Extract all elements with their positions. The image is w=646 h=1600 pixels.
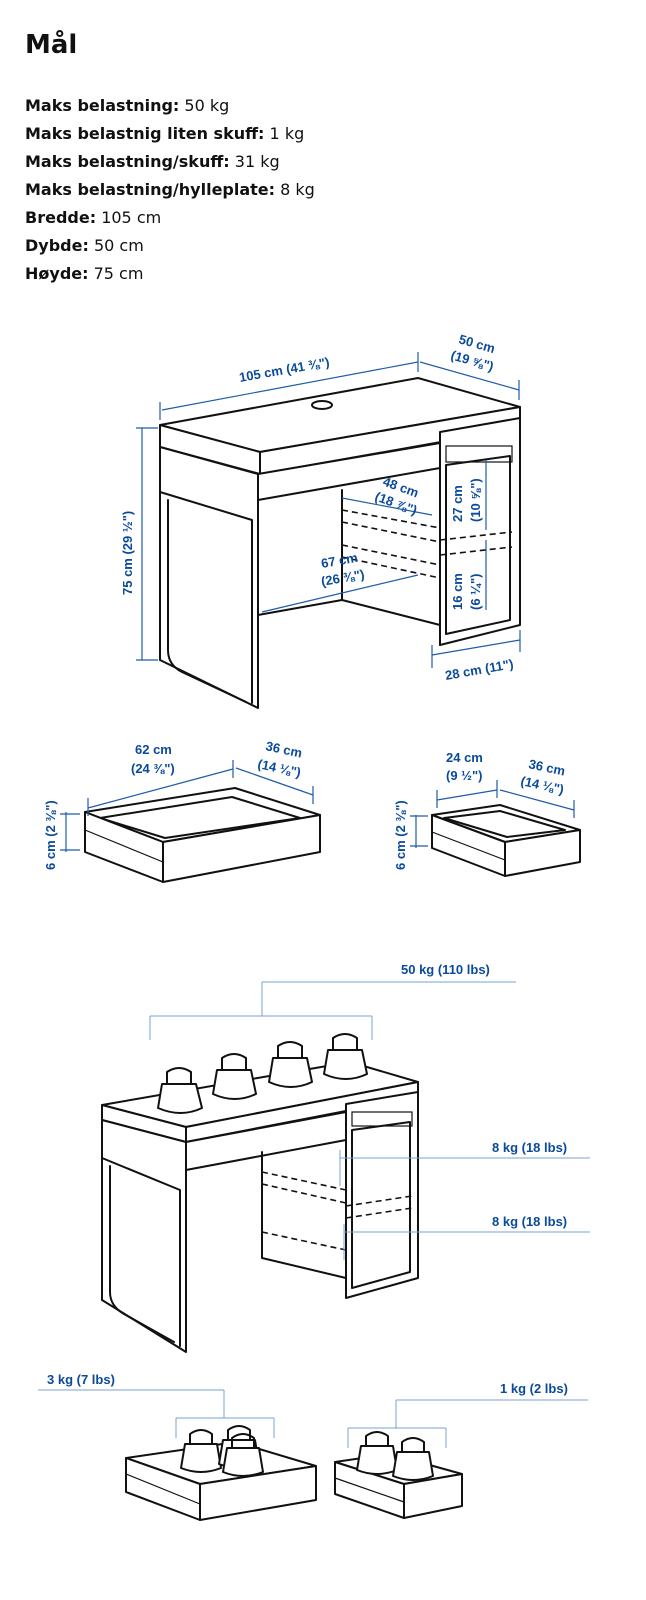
desk-shelf-upper-cm-label: 27 cm (450, 485, 465, 522)
small-drawer-depth-cm-label: 36 cm (527, 756, 566, 778)
large-drawer-width-cm-label: 62 cm (135, 742, 172, 757)
desk-shelf-lower-cm-label: 16 cm (450, 573, 465, 610)
small-drawer-width-cm-label: 24 cm (446, 750, 483, 765)
small-drawer-drawing: 24 cm (9 ½") 36 cm (14 ⅛") 6 cm (2 ⅜") (393, 750, 581, 877)
large-drawer-depth-in-label: (14 ⅛") (256, 756, 302, 780)
load-shelf-upper-label: 8 kg (18 lbs) (492, 1140, 567, 1155)
weight-icon (222, 1433, 264, 1477)
spec-max-load: Maks belastning: 50 kg (25, 96, 230, 115)
weight-icon (157, 1067, 203, 1114)
small-drawer-width-in-label: (9 ½") (446, 768, 483, 783)
load-shelf-lower-label: 8 kg (18 lbs) (492, 1214, 567, 1229)
desk-height-label: 75 cm (29 ½") (120, 511, 135, 595)
spec-max-load-small-drawer: Maks belastnig liten skuff: 1 kg (25, 124, 305, 143)
weight-icon (356, 1431, 398, 1475)
load-top-label: 50 kg (110 lbs) (401, 962, 490, 977)
large-drawer-depth-cm-label: 36 cm (264, 738, 303, 760)
spec-depth: Dybde: 50 cm (25, 236, 144, 255)
load-diagram-desk: 50 kg (110 lbs) (101, 962, 590, 1353)
spec-max-load-shelf: Maks belastning/hylleplate: 8 kg (25, 180, 315, 199)
weight-icon (212, 1053, 257, 1100)
desk-cabinet-width-label: 28 cm (11") (444, 656, 515, 683)
desk-inner-width-in-label: (26 ⅜") (320, 567, 366, 589)
large-drawer-height-label: 6 cm (2 ⅜") (43, 800, 58, 870)
desk-shelf-lower-in-label: (6 ¼") (468, 573, 483, 610)
desk-shelf-upper-in-label: (10 ⅝") (468, 478, 483, 522)
desk-width-label: 105 cm (41 ⅜") (238, 354, 331, 385)
weight-icon (180, 1429, 222, 1473)
small-drawer-height-label: 6 cm (2 ⅜") (393, 800, 408, 870)
desk-dimension-drawing: 105 cm (41 ⅜") 50 cm (19 ⅝") 75 cm (29 ½… (120, 331, 521, 709)
weight-icon (392, 1437, 434, 1481)
spec-list: Maks belastning: 50 kg Maks belastnig li… (25, 92, 315, 288)
weight-icon (268, 1041, 313, 1088)
spec-max-load-drawer: Maks belastning/skuff: 31 kg (25, 152, 280, 171)
page-title: Mål (25, 30, 78, 60)
load-large-drawer-label: 3 kg (7 lbs) (47, 1372, 115, 1387)
large-drawer-drawing: 62 cm (24 ⅜") 36 cm (14 ⅛") 6 cm (2 ⅜") (43, 738, 321, 883)
spec-width: Bredde: 105 cm (25, 208, 162, 227)
spec-height: Høyde: 75 cm (25, 264, 144, 283)
load-diagram-drawers: 3 kg (7 lbs) 1 kg (2 lbs) (38, 1372, 588, 1521)
load-small-drawer-label: 1 kg (2 lbs) (500, 1381, 568, 1396)
weight-icon (323, 1033, 368, 1080)
large-drawer-width-in-label: (24 ⅜") (131, 761, 175, 776)
desk-inner-width-cm-label: 67 cm (320, 550, 359, 571)
